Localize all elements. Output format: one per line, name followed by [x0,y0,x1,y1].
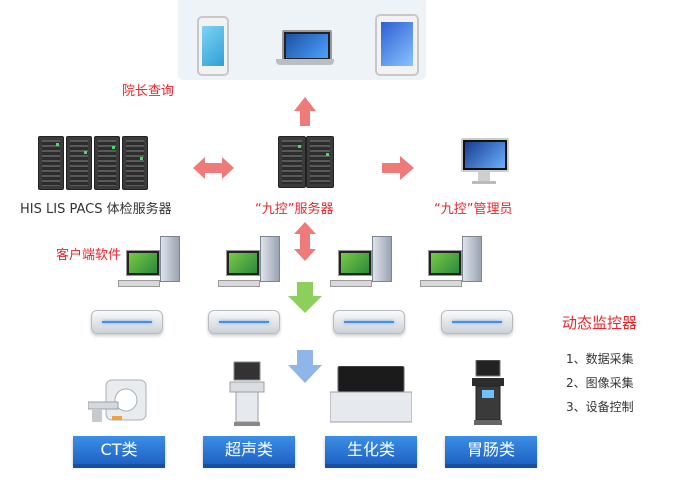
jiukong-admin-label: “九控”管理员 [434,202,513,217]
category-gastrointestinal[interactable]: 胃肠类 [445,436,537,468]
admin-monitor-icon [461,138,509,172]
down-arrow-blue-icon [288,350,322,383]
feature-item: 2、图像采集 [566,376,634,390]
workstation-icon [330,236,398,288]
gastro-endoscope-icon [472,360,504,425]
feature-item: 1、数据采集 [566,352,634,366]
workstation-icon [218,236,286,288]
dynamic-monitor-device [441,310,513,334]
laptop-base [276,59,334,65]
feature-item: 3、设备控制 [566,400,634,414]
bidirectional-arrow-icon [193,157,234,179]
monitor-stand [478,170,490,182]
server-rack-icon [94,136,120,190]
monitor-foot [472,181,496,184]
ultrasound-machine-icon [229,361,265,426]
right-arrow-icon [382,156,414,180]
category-ultrasound[interactable]: 超声类 [203,436,295,468]
workstation-icon [118,236,186,288]
his-servers-label: HIS LIS PACS 体检服务器 [20,202,172,217]
server-rack-icon [122,136,148,190]
dynamic-monitor-label: 动态监控器 [562,314,638,332]
dean-query-label: 院长查询 [122,84,175,99]
smartphone-icon [197,16,229,76]
category-biochemistry[interactable]: 生化类 [325,436,417,468]
client-software-label: 客户端软件 [56,248,122,263]
workstation-icon [420,236,488,288]
dynamic-monitor-device [208,310,280,334]
down-arrow-green-icon [288,282,322,313]
dynamic-monitor-device [91,310,163,334]
up-arrow-icon [294,97,316,126]
vertical-bidirectional-arrow-icon [294,222,316,261]
jiukong-server-label: “九控”服务器 [255,202,334,217]
category-ct[interactable]: CT类 [73,436,165,468]
jiukong-server-icon [306,136,334,188]
biochemistry-analyzer-icon [330,366,412,423]
jiukong-server-icon [278,136,306,188]
tablet-icon [375,14,419,76]
dynamic-monitor-device [333,310,405,334]
ct-scanner-icon [88,379,147,422]
server-rack-icon [66,136,92,190]
server-rack-icon [38,136,64,190]
